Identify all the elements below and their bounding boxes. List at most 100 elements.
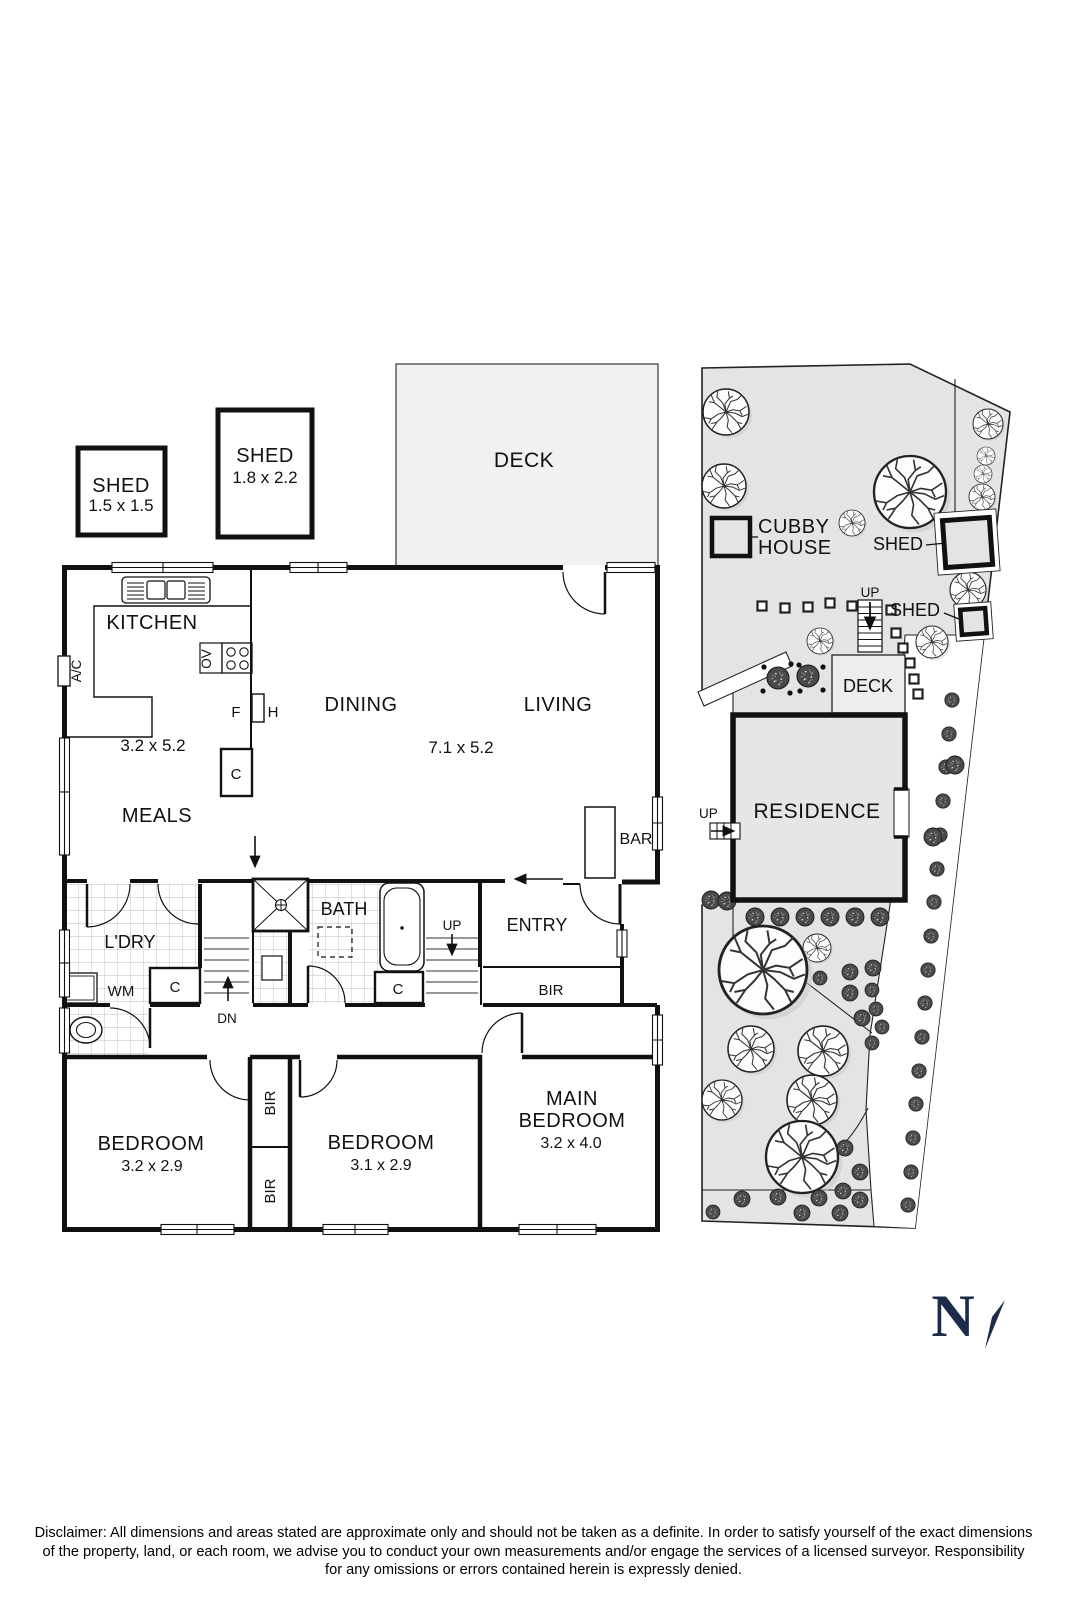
kitchen-bench <box>64 605 251 738</box>
living-label: LIVING <box>524 694 593 716</box>
deck-area: DECK <box>395 363 659 568</box>
bir-robe2-label: BIR <box>262 1178 279 1203</box>
stepping-stone-icon <box>908 1096 924 1112</box>
cooktop <box>221 642 253 674</box>
bir-robe1-label: BIR <box>262 1090 279 1115</box>
stepping-stone-icon <box>911 1063 927 1079</box>
shed-large-dims: 1.8 x 2.2 <box>232 468 297 487</box>
shrub-icon <box>745 907 765 927</box>
shrub-icon <box>834 1182 852 1200</box>
bir-entry-label: BIR <box>538 982 563 999</box>
bath-label: BATH <box>321 899 368 919</box>
cupboard-bath-label: C <box>393 981 404 998</box>
site-shed-upper <box>933 508 1001 576</box>
stepping-stone-icon <box>903 1164 919 1180</box>
bar-label: BAR <box>620 831 653 848</box>
shrub-icon <box>812 970 828 986</box>
paver-icon <box>885 604 897 616</box>
shrub-icon <box>868 1001 884 1017</box>
partition-walls <box>250 567 620 1148</box>
kitchen-label: KITCHEN <box>106 612 197 634</box>
hot-water-label: H <box>268 704 279 721</box>
shrub-icon <box>705 1204 721 1220</box>
shrub-icon <box>923 827 943 847</box>
shrub-icon <box>864 959 882 977</box>
disclaimer-text: Disclaimer: All dimensions and areas sta… <box>0 1524 1067 1580</box>
dining-label: DINING <box>325 694 398 716</box>
bedroom1-label: BEDROOM <box>98 1133 205 1155</box>
shrub-icon <box>820 907 840 927</box>
cubby-label1: CUBBY <box>758 516 829 538</box>
stepping-stone-icon <box>917 995 933 1011</box>
interior-walls <box>62 879 657 1007</box>
meals-label: MEALS <box>122 805 192 827</box>
cubby-house <box>709 515 753 559</box>
meals-dims: 3.2 x 5.2 <box>120 736 185 755</box>
plant-dot-icon <box>796 662 802 668</box>
cupboard-laundry-label: C <box>170 979 181 996</box>
ov-label: OV <box>199 649 214 669</box>
plant-dot-icon <box>820 664 826 670</box>
shrub-icon <box>701 890 721 910</box>
shrub-icon <box>796 664 820 688</box>
sink <box>121 576 211 604</box>
stepping-squares <box>756 597 924 700</box>
site-shed-lower <box>953 601 994 642</box>
north-indicator: N <box>931 1283 1005 1349</box>
site-up-top-label: UP <box>861 585 880 600</box>
shrub-icon <box>793 1204 811 1222</box>
ac-unit <box>57 655 71 687</box>
shrub-icon <box>851 1191 869 1209</box>
shrub-icon <box>845 907 865 927</box>
stepping-stone-icon <box>905 1130 921 1146</box>
vanity-dashed <box>317 926 353 958</box>
fridge-label: F <box>231 704 240 721</box>
paver-icon <box>912 688 924 700</box>
site-stairs-upper <box>857 599 883 653</box>
stepping-stone-icon <box>935 793 951 809</box>
shrub-icon <box>853 1009 871 1027</box>
kitchen-fixtures <box>64 576 253 738</box>
wm-label: WM <box>108 983 135 1000</box>
paver-icon <box>890 627 902 639</box>
main-bedroom-label2: BEDROOM <box>519 1110 626 1132</box>
shrub-icon <box>733 1190 751 1208</box>
siteplan-labels: CUBBY HOUSE SHED SHED UP DECK RESIDENCE … <box>699 516 940 823</box>
plant-dot-icon <box>820 687 826 693</box>
shrub-icon <box>945 755 965 775</box>
residence-door-notch <box>893 787 910 839</box>
site-deck-label: DECK <box>843 676 893 696</box>
garden-shed-small: SHED 1.5 x 1.5 <box>75 445 168 538</box>
shed-small-dims: 1.5 x 1.5 <box>88 496 153 515</box>
shed-small-label: SHED <box>92 475 150 497</box>
ac-label: A/C <box>69 660 84 683</box>
paver-icon <box>908 673 920 685</box>
basin-unit <box>261 955 283 981</box>
paver-icon <box>824 597 836 609</box>
shrub-icon <box>766 666 790 690</box>
doors <box>85 571 622 1101</box>
entry-label: ENTRY <box>507 915 568 935</box>
stepping-stone-icon <box>923 928 939 944</box>
hot-water-unit <box>251 693 265 723</box>
site-stairs-side <box>709 822 741 840</box>
bedroom-walls <box>62 1054 658 1230</box>
plant-dot-icon <box>787 690 793 696</box>
floorplan-labels: KITCHEN MEALS 3.2 x 5.2 DINING LIVING 7.… <box>69 612 652 1204</box>
site-shed-lower-label: SHED <box>890 600 940 620</box>
main-bedroom-label1: MAIN <box>546 1088 598 1110</box>
bedroom1-dims: 3.2 x 2.9 <box>121 1158 182 1175</box>
cubby-label2: HOUSE <box>758 537 832 559</box>
plant-dot-icon <box>760 688 766 694</box>
bar-bench <box>584 806 616 879</box>
living-dims: 7.1 x 5.2 <box>428 738 493 757</box>
stepping-stone-icon <box>900 1197 916 1213</box>
plant-dot-icon <box>788 661 794 667</box>
stepping-stone-icon <box>929 861 945 877</box>
cupboard-bath <box>373 970 425 1005</box>
stepping-stone-icon <box>941 726 957 742</box>
shrub-icon <box>769 1188 787 1206</box>
disclaimer-line2: of the property, land, or each room, we … <box>42 1543 1025 1560</box>
shrub-icon <box>770 907 790 927</box>
